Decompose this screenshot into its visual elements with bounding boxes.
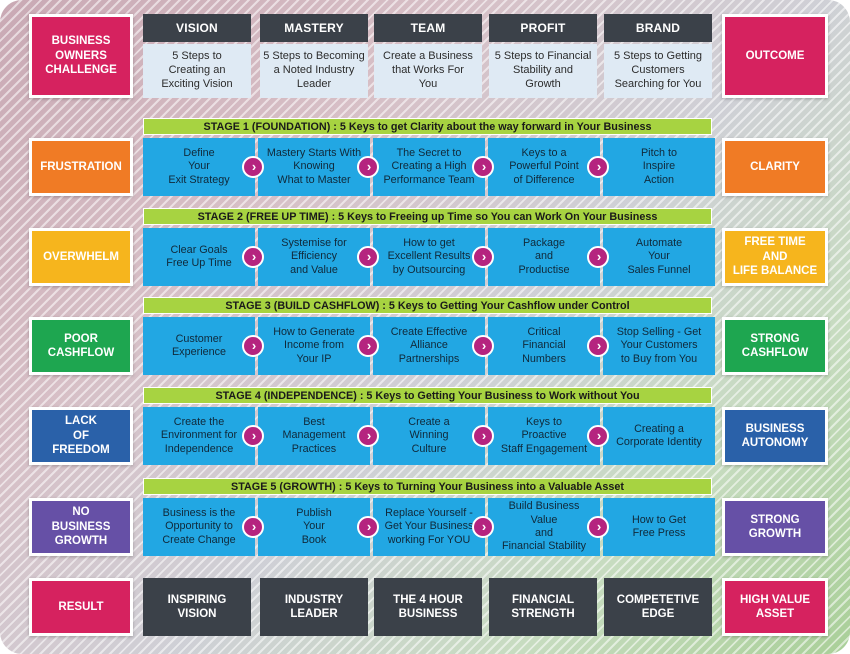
stage-1-problem-box: FRUSTRATION (29, 138, 133, 196)
stage-3-step-1: Customer Experience (143, 317, 255, 375)
stage-3-step-3: Create Effective Alliance Partnerships (373, 317, 485, 375)
result-left-box: RESULT (29, 578, 133, 636)
column-title-vision: VISION (143, 14, 251, 42)
stage-4-step-4: Keys to Proactive Staff Engagement (488, 407, 600, 465)
column-desc-brand: 5 Steps to Getting Customers Searching f… (604, 44, 712, 98)
result-right-box: HIGH VALUE ASSET (722, 578, 828, 636)
chevron-right-icon: › (242, 425, 264, 447)
stage-3-title-bar: STAGE 3 (BUILD CASHFLOW) : 5 Keys to Get… (143, 297, 712, 314)
chevron-right-icon: › (242, 156, 264, 178)
column-desc-team: Create a Business that Works For You (374, 44, 482, 98)
stage-5-step-2: Publish Your Book (258, 498, 370, 556)
column-title-profit: PROFIT (489, 14, 597, 42)
result-cell-1: INSPIRING VISION (143, 578, 251, 636)
stage-2-step-4: Package and Productise (488, 228, 600, 286)
stage-2-step-2: Systemise for Efficiency and Value (258, 228, 370, 286)
stage-5-step-3: Replace Yourself - Get Your Business wor… (373, 498, 485, 556)
stage-2-step-1: Clear Goals Free Up Time (143, 228, 255, 286)
stage-5-problem-box: NO BUSINESS GROWTH (29, 498, 133, 556)
stage-1-step-3: The Secret to Creating a High Performanc… (373, 138, 485, 196)
stage-1-step-1: Define Your Exit Strategy (143, 138, 255, 196)
chevron-right-icon: › (472, 156, 494, 178)
chevron-right-icon: › (472, 246, 494, 268)
stage-2-title-bar: STAGE 2 (FREE UP TIME) : 5 Keys to Freei… (143, 208, 712, 225)
chevron-right-icon: › (587, 425, 609, 447)
chevron-right-icon: › (242, 335, 264, 357)
chevron-right-icon: › (242, 516, 264, 538)
result-cell-5: COMPETETIVE EDGE (604, 578, 712, 636)
stage-5-step-5: How to Get Free Press (603, 498, 715, 556)
chevron-right-icon: › (472, 335, 494, 357)
stage-4-step-5: Creating a Corporate Identity (603, 407, 715, 465)
chevron-right-icon: › (357, 156, 379, 178)
chevron-right-icon: › (357, 246, 379, 268)
column-desc-vision: 5 Steps to Creating an Exciting Vision (143, 44, 251, 98)
header-left-box: BUSINESS OWNERS CHALLENGE (29, 14, 133, 98)
stage-3-step-2: How to Generate Income from Your IP (258, 317, 370, 375)
stage-1-outcome-box: CLARITY (722, 138, 828, 196)
chevron-right-icon: › (587, 516, 609, 538)
stage-5-step-1: Business is the Opportunity to Create Ch… (143, 498, 255, 556)
stage-1-title-bar: STAGE 1 (FOUNDATION) : 5 Keys to get Cla… (143, 118, 712, 135)
stage-3-step-5: Stop Selling - Get Your Customers to Buy… (603, 317, 715, 375)
header-right-box: OUTCOME (722, 14, 828, 98)
chevron-right-icon: › (357, 335, 379, 357)
chevron-right-icon: › (587, 335, 609, 357)
stage-1-step-5: Pitch to Inspire Action (603, 138, 715, 196)
chevron-right-icon: › (242, 246, 264, 268)
result-cell-4: FINANCIAL STRENGTH (489, 578, 597, 636)
column-desc-profit: 5 Steps to Financial Stability and Growt… (489, 44, 597, 98)
stage-3-step-4: Critical Financial Numbers (488, 317, 600, 375)
chevron-right-icon: › (357, 425, 379, 447)
column-title-mastery: MASTERY (260, 14, 368, 42)
stage-4-title-bar: STAGE 4 (INDEPENDENCE) : 5 Keys to Getti… (143, 387, 712, 404)
stage-2-step-5: Automate Your Sales Funnel (603, 228, 715, 286)
result-cell-3: THE 4 HOUR BUSINESS (374, 578, 482, 636)
stage-5-title-bar: STAGE 5 (GROWTH) : 5 Keys to Turning You… (143, 478, 712, 495)
chevron-right-icon: › (472, 425, 494, 447)
result-cell-2: INDUSTRY LEADER (260, 578, 368, 636)
stage-1-step-2: Mastery Starts With Knowing What to Mast… (258, 138, 370, 196)
stage-4-outcome-box: BUSINESS AUTONOMY (722, 407, 828, 465)
stage-4-step-3: Create a Winning Culture (373, 407, 485, 465)
stage-2-step-3: How to get Excellent Results by Outsourc… (373, 228, 485, 286)
stage-3-problem-box: POOR CASHFLOW (29, 317, 133, 375)
column-desc-mastery: 5 Steps to Becoming a Noted Industry Lea… (260, 44, 368, 98)
stage-5-step-4: Build Business Value and Financial Stabi… (488, 498, 600, 556)
chevron-right-icon: › (587, 156, 609, 178)
chevron-right-icon: › (472, 516, 494, 538)
column-title-team: TEAM (374, 14, 482, 42)
stage-4-step-2: Best Management Practices (258, 407, 370, 465)
stage-5-outcome-box: STRONG GROWTH (722, 498, 828, 556)
stage-2-problem-box: OVERWHELM (29, 228, 133, 286)
chevron-right-icon: › (357, 516, 379, 538)
chevron-right-icon: › (587, 246, 609, 268)
stage-4-problem-box: LACK OF FREEDOM (29, 407, 133, 465)
stage-2-outcome-box: FREE TIME AND LIFE BALANCE (722, 228, 828, 286)
stage-3-outcome-box: STRONG CASHFLOW (722, 317, 828, 375)
column-title-brand: BRAND (604, 14, 712, 42)
stage-1-step-4: Keys to a Powerful Point of Difference (488, 138, 600, 196)
stage-4-step-1: Create the Environment for Independence (143, 407, 255, 465)
